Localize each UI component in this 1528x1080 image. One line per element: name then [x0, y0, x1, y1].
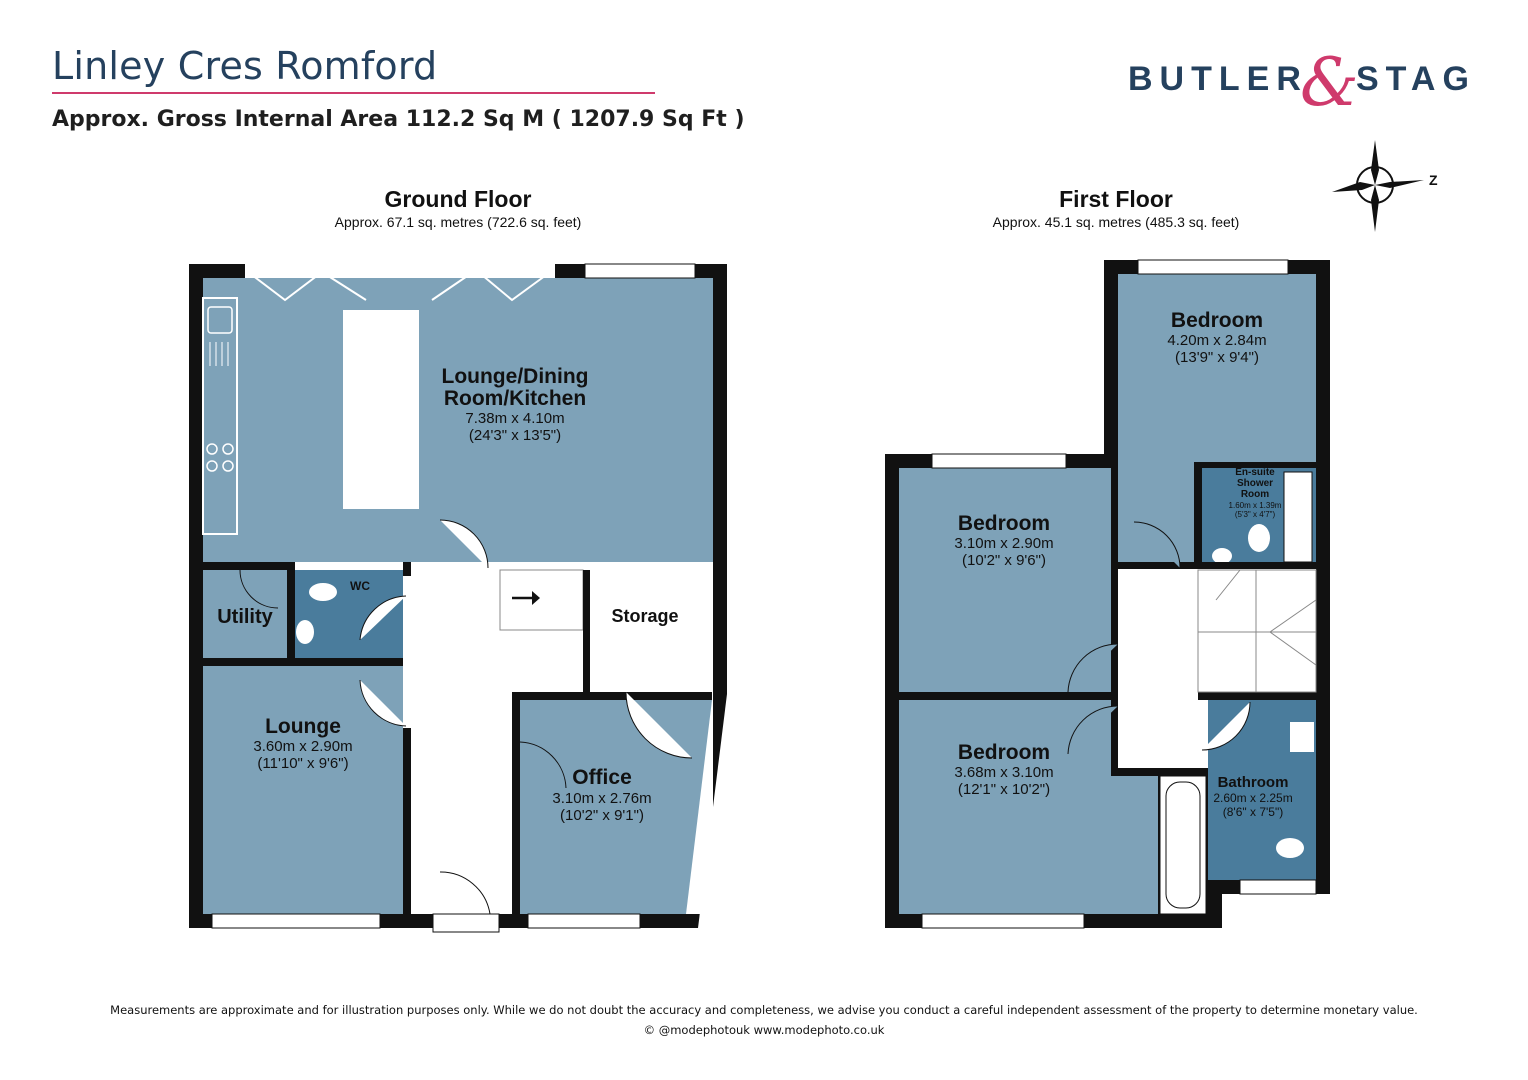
first-floor-plan	[885, 259, 1330, 929]
utility-name: Utility	[217, 606, 273, 628]
gross-area-subtitle: Approx. Gross Internal Area 112.2 Sq M (…	[52, 107, 745, 132]
bathtub-icon	[1159, 775, 1207, 915]
ground-floor-title: Ground Floor	[384, 186, 532, 212]
brand-word-left: BUTLER	[1128, 60, 1308, 98]
bedroom-mid-imperial: (10'2" x 9'6")	[962, 552, 1046, 569]
front-door	[432, 913, 500, 933]
bedroom-front-name: Bedroom	[957, 741, 1051, 764]
bathroom-imperial: (8'6" x 7'5")	[1222, 805, 1284, 819]
wc-name: WC	[350, 579, 370, 593]
ground-floor-plan	[189, 263, 727, 933]
lounge-imperial: (11'10" x 9'6")	[257, 755, 349, 772]
lounge-dining-name-line1: Lounge/Dining	[441, 365, 589, 388]
lounge-dining-metric: 7.38m x 4.10m	[465, 410, 565, 427]
lounge-name: Lounge	[265, 715, 341, 738]
storage-name: Storage	[611, 606, 679, 626]
ground-floor-area: Approx. 67.1 sq. metres (722.6 sq. feet)	[334, 214, 582, 230]
ensuite-name-line3: Room	[1240, 489, 1270, 500]
office-name: Office	[572, 766, 632, 789]
ensuite-name-line1: En-suite	[1235, 467, 1275, 478]
first-floor-area: Approx. 45.1 sq. metres (485.3 sq. feet)	[992, 214, 1240, 230]
brand-ampersand: &	[1300, 44, 1359, 121]
first-floor-title: First Floor	[1059, 186, 1173, 212]
brand-logo: BUTLER & STAG	[1128, 44, 1478, 121]
bifold-door-icon	[247, 270, 367, 302]
bedroom-mid-metric: 3.10m x 2.90m	[954, 535, 1054, 552]
lounge-metric: 3.60m x 2.90m	[253, 738, 353, 755]
bedroom-front-metric: 3.68m x 3.10m	[954, 764, 1054, 781]
bedroom-mid-name: Bedroom	[957, 512, 1051, 535]
kitchen-island	[343, 310, 419, 509]
brand-word-right: STAG	[1356, 60, 1476, 98]
disclaimer-text: Measurements are approximate and for ill…	[110, 1003, 1418, 1017]
bedroom-rear-metric: 4.20m x 2.84m	[1167, 332, 1267, 349]
credit-text: © @modephotouk www.modephoto.co.uk	[643, 1023, 885, 1037]
ensuite-imperial: (5'3" x 4'7")	[1234, 510, 1276, 519]
office-metric: 3.10m x 2.76m	[552, 790, 652, 807]
page-title: Linley Cres Romford	[52, 44, 438, 88]
bifold-door-opening	[245, 264, 555, 278]
bedroom-front	[899, 700, 1158, 914]
lounge-dining-imperial: (24'3" x 13'5")	[468, 427, 562, 444]
stairs-arrow-icon	[532, 591, 540, 605]
bedroom-front-imperial: (12'1" x 10'2")	[957, 781, 1051, 798]
kitchen-counter	[202, 297, 238, 535]
bathroom-basin-icon	[1290, 722, 1314, 752]
first-floor-stairs	[1197, 569, 1317, 693]
office-imperial: (10'2" x 9'1")	[560, 807, 644, 824]
toilet-icon	[309, 583, 337, 601]
hob-icon	[206, 443, 218, 455]
ensuite-name-line2: Shower	[1236, 478, 1274, 489]
ensuite-basin-icon	[1212, 548, 1232, 564]
kitchen-sink-icon	[207, 306, 233, 334]
compass-label: Z	[1429, 172, 1438, 188]
bedroom-rear-imperial: (13'9" x 9'4")	[1175, 349, 1259, 366]
utility-room	[203, 570, 287, 658]
office-window-icon	[527, 913, 641, 929]
bathroom-toilet-icon	[1276, 838, 1304, 858]
office-room	[520, 700, 712, 914]
title-underline	[52, 92, 655, 94]
shower-tray-icon	[1283, 471, 1313, 563]
bedroom-mid	[899, 468, 1111, 692]
window-icon	[584, 263, 696, 279]
lounge-dining-room	[203, 278, 713, 562]
storage-room	[590, 570, 713, 690]
basin-icon	[296, 620, 314, 644]
ensuite-toilet-icon	[1248, 524, 1270, 552]
ensuite-metric: 1.60m x 1.39m	[1228, 501, 1282, 510]
bedroom-rear-name: Bedroom	[1170, 309, 1264, 332]
bathroom-metric: 2.60m x 2.25m	[1213, 791, 1293, 805]
bathroom-name: Bathroom	[1217, 774, 1289, 791]
lounge-window-icon	[211, 913, 381, 929]
stairs	[499, 569, 584, 631]
compass-icon	[1332, 140, 1424, 232]
lounge-dining-name-line2: Room/Kitchen	[443, 387, 587, 410]
